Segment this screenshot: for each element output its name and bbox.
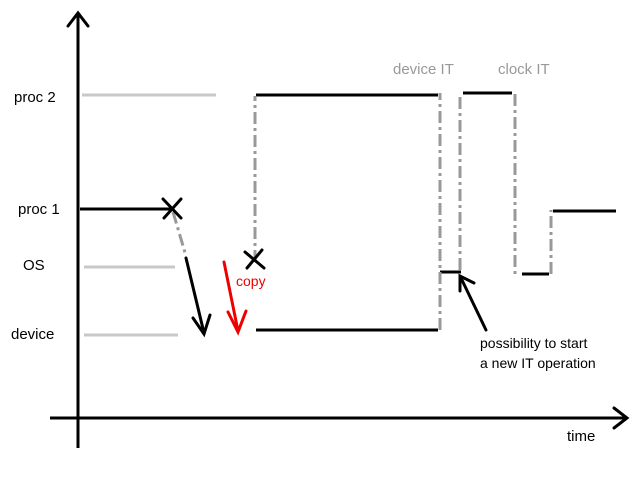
axes bbox=[50, 10, 630, 448]
x-axis-arrow-icon bbox=[612, 406, 630, 430]
copy-arrow-icon bbox=[222, 260, 248, 336]
header-clock-it: clock IT bbox=[498, 61, 550, 78]
active-segments bbox=[80, 91, 616, 332]
transitions bbox=[171, 93, 553, 330]
transition-proc1-to-device bbox=[171, 211, 188, 257]
note-line1: possibility to start bbox=[480, 335, 587, 351]
label-proc1: proc 1 bbox=[18, 201, 60, 218]
idle-segments bbox=[82, 93, 216, 337]
note-line2: a new IT operation bbox=[480, 355, 596, 371]
cross-mark-proc1 bbox=[161, 197, 183, 220]
label-proc2: proc 2 bbox=[14, 89, 56, 106]
annotation-arrow-icon bbox=[458, 273, 488, 332]
label-os: OS bbox=[23, 257, 45, 274]
label-device: device bbox=[11, 326, 54, 343]
label-copy: copy bbox=[236, 273, 266, 289]
label-time: time bbox=[567, 428, 595, 445]
cross-mark-os bbox=[243, 248, 266, 270]
y-axis-arrow-icon bbox=[66, 10, 90, 28]
header-device-it: device IT bbox=[393, 61, 454, 78]
arrow-proc1-to-device-icon bbox=[184, 256, 212, 338]
